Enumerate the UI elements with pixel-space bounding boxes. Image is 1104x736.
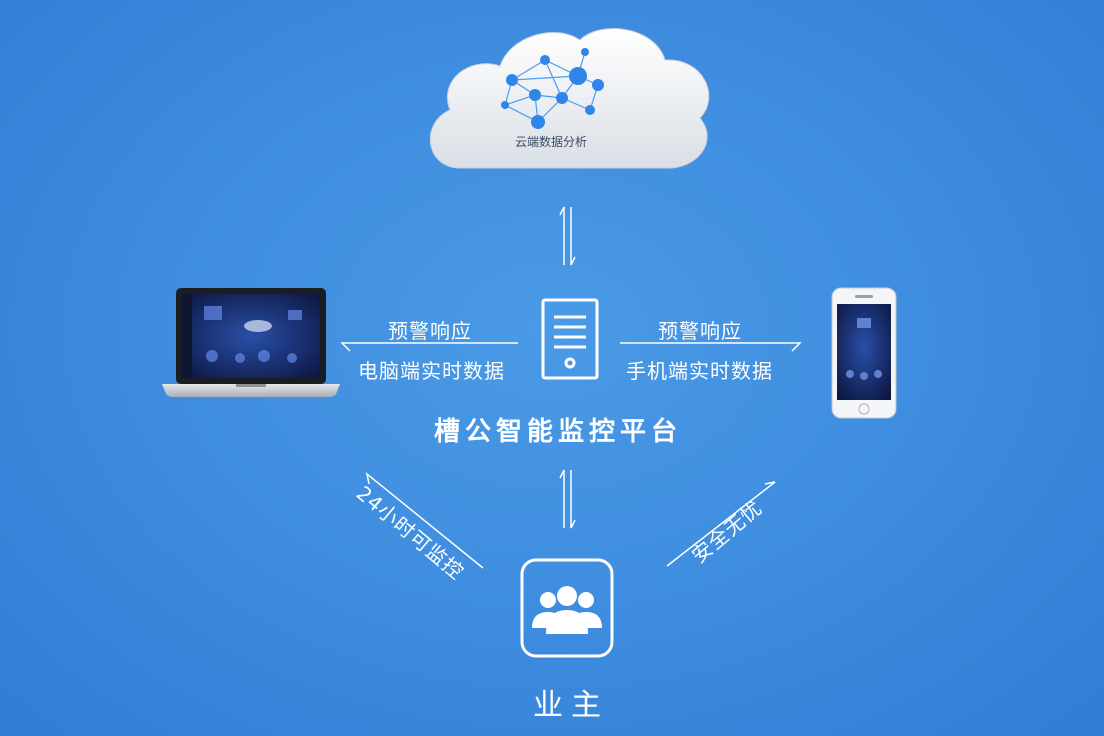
right-bottom-label: 手机端实时数据	[626, 359, 773, 383]
laptop-icon	[162, 288, 340, 397]
left-top-label: 预警响应	[388, 319, 472, 343]
smartphone-icon	[831, 287, 897, 419]
right-top-label: 预警响应	[658, 319, 742, 343]
owner-label: 业主	[533, 688, 609, 723]
cloud-platform-arrows	[559, 206, 576, 266]
cloud-icon	[429, 28, 710, 169]
bottom-right-arrow	[666, 481, 776, 567]
left-link-arrows	[340, 342, 518, 352]
bottom-left-arrow	[365, 472, 484, 569]
right-link-arrows	[620, 342, 802, 352]
network-graph-icon	[501, 48, 604, 129]
platform-title: 槽公智能监控平台	[434, 417, 683, 447]
platform-owner-arrows	[559, 469, 576, 529]
left-bottom-label: 电脑端实时数据	[358, 359, 505, 383]
cloud-caption: 云端数据分析	[515, 135, 588, 149]
server-icon	[541, 298, 599, 380]
users-group-icon	[520, 558, 614, 658]
